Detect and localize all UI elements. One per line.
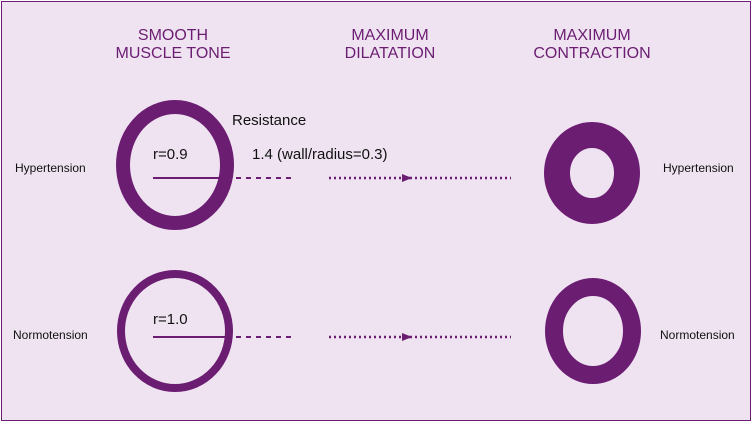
resistance-label: Resistance (232, 112, 307, 129)
resistance-value: 1.4 (wall/radius=0.3) (252, 146, 388, 163)
header-tone-line2: MUSCLE TONE (115, 45, 231, 62)
header-contraction-line2: CONTRACTION (533, 45, 651, 62)
row-label-normotension-left: Normotension (13, 328, 88, 342)
header-contraction-line1: MAXIMUM (553, 27, 631, 44)
header-maximum-dilatation: MAXIMUM DILATATION (325, 27, 455, 63)
hypertension-contracted-vessel (544, 122, 640, 224)
header-smooth-muscle-tone: SMOOTH MUSCLE TONE (108, 27, 238, 63)
normotension-tone-vessel (117, 270, 233, 392)
row-label-hypertension-right: Hypertension (663, 161, 734, 175)
header-maximum-contraction: MAXIMUM CONTRACTION (522, 27, 662, 63)
header-dilation-line2: DILATATION (344, 45, 436, 62)
hypertension-tone-vessel (116, 100, 234, 230)
row-label-hypertension-left: Hypertension (15, 161, 86, 175)
hypertension-radius-label: r=0.9 (153, 146, 188, 163)
normotension-radius-label: r=1.0 (153, 311, 188, 328)
normotension-contracted-vessel (545, 278, 641, 384)
row-label-normotension-right: Normotension (660, 328, 735, 342)
header-dilation-line1: MAXIMUM (351, 27, 429, 44)
header-tone-line1: SMOOTH (137, 27, 209, 44)
